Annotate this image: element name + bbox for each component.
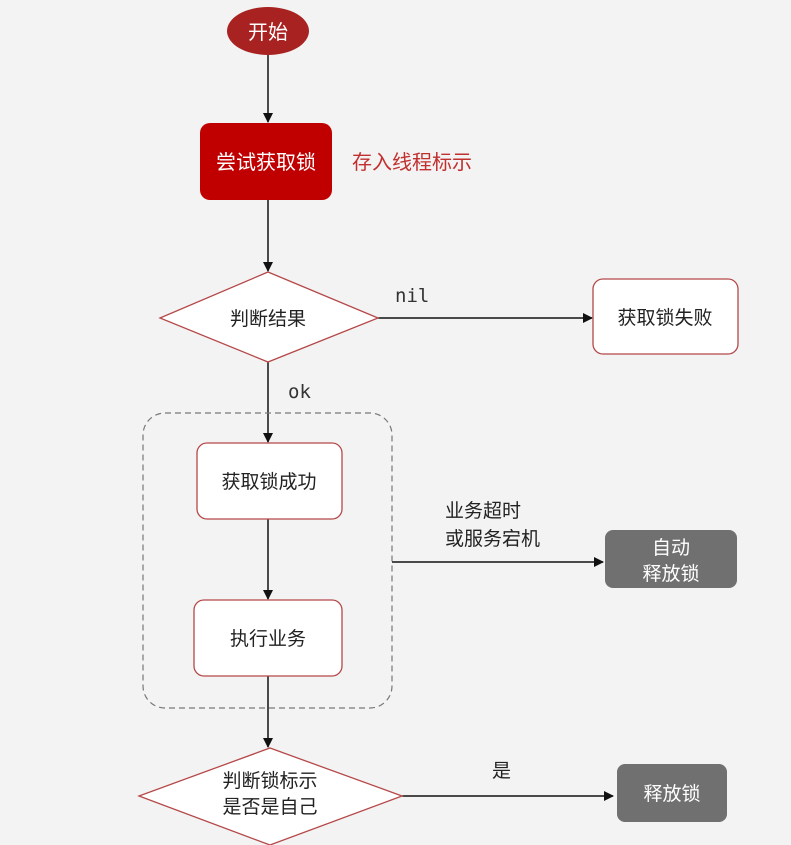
try-lock-note: 存入线程标示 <box>352 150 472 174</box>
execute-node: 执行业务 <box>193 599 343 677</box>
fail-node: 获取锁失败 <box>592 278 739 355</box>
auto-release-label-2: 释放锁 <box>642 563 699 585</box>
try-lock-node: 尝试获取锁 <box>200 123 332 200</box>
release-node: 释放锁 <box>617 764 727 822</box>
edge-label-timeout-2: 或服务宕机 <box>445 528 540 550</box>
judge-result-label: 判断结果 <box>230 308 306 330</box>
auto-release-node: 自动 释放锁 <box>605 530 737 588</box>
edge-label-yes: 是 <box>492 760 511 782</box>
judge-result-node: 判断结果 <box>158 271 380 363</box>
edge-label-timeout-1: 业务超时 <box>445 500 521 522</box>
success-label: 获取锁成功 <box>221 471 316 493</box>
fail-label: 获取锁失败 <box>617 307 712 329</box>
start-node: 开始 <box>227 7 309 55</box>
lock-held-group <box>142 412 393 709</box>
start-label: 开始 <box>248 20 288 44</box>
judge-owner-label-2: 是否是自己 <box>222 796 317 818</box>
judge-owner-label-1: 判断锁标示 <box>222 770 317 792</box>
release-label: 释放锁 <box>643 783 700 805</box>
judge-owner-node: 判断锁标示 是否是自己 <box>137 747 404 845</box>
edge-label-nil: nil <box>395 285 429 307</box>
edge-label-ok: ok <box>288 381 311 403</box>
auto-release-label-1: 自动 <box>652 537 690 559</box>
success-node: 获取锁成功 <box>196 442 343 520</box>
execute-label: 执行业务 <box>230 628 306 650</box>
try-lock-label: 尝试获取锁 <box>216 150 316 174</box>
